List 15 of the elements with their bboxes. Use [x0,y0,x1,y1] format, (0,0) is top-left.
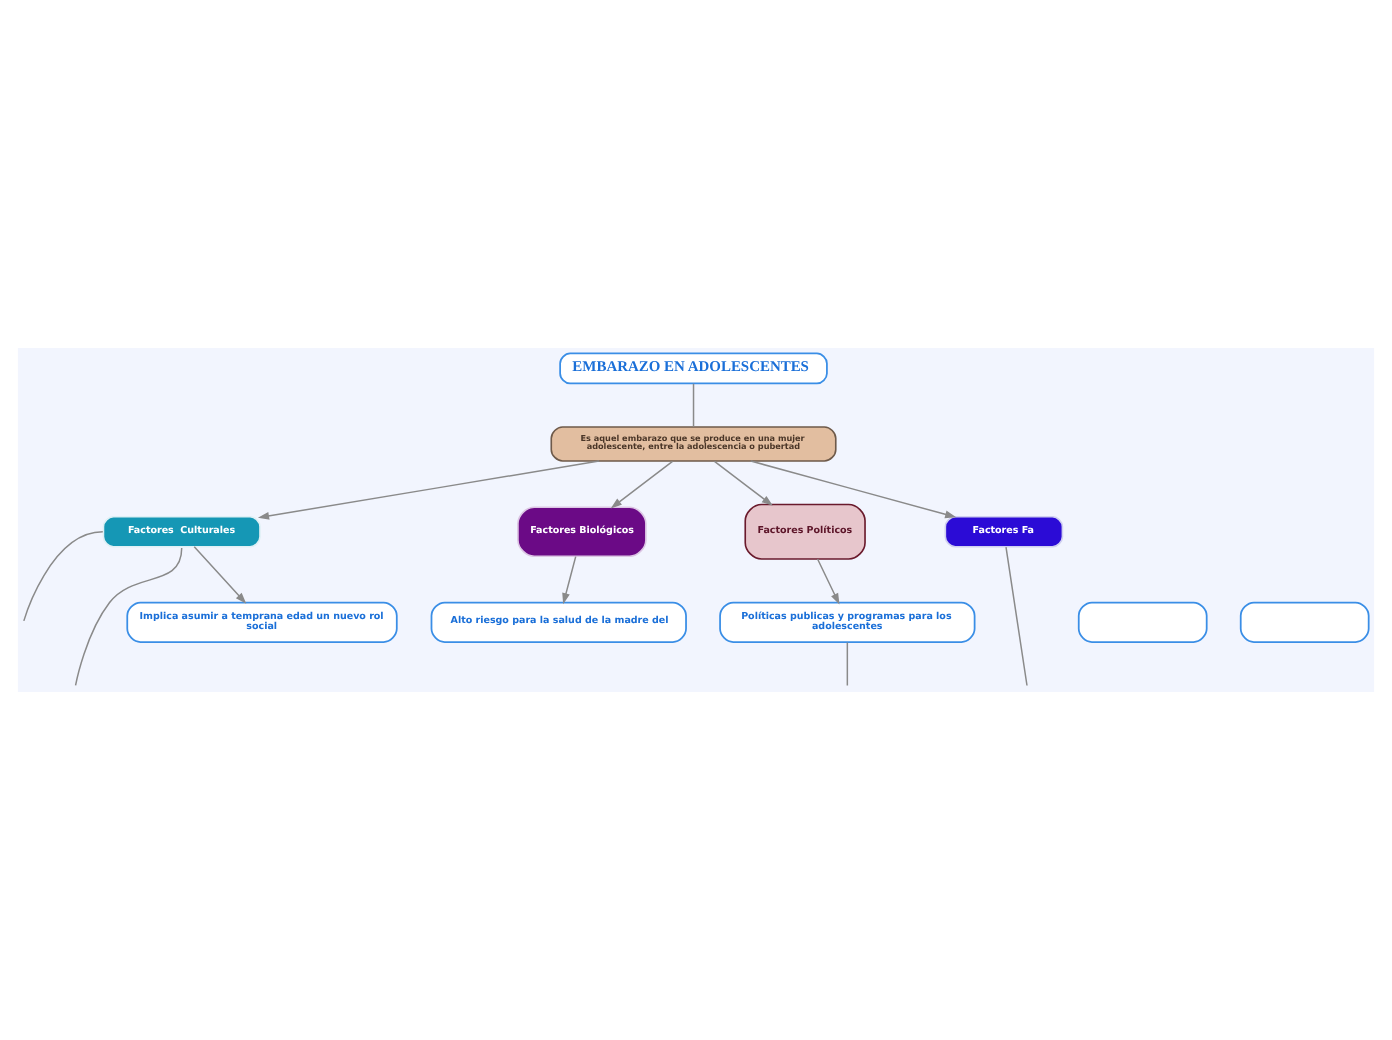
node-box: EMBARAZO EN ADOLESCENTES [559,352,828,385]
connector [692,383,695,428]
arrow [816,558,840,605]
arrow [562,555,577,605]
node-box [1239,601,1370,643]
arrow [713,460,773,506]
arrow [750,460,957,519]
arrow [257,460,600,520]
node-box [1077,601,1208,643]
arrow [193,546,247,604]
arrow [610,460,674,509]
connector [23,531,104,622]
connector [846,641,849,687]
connector [74,547,183,687]
connector [1005,546,1028,687]
